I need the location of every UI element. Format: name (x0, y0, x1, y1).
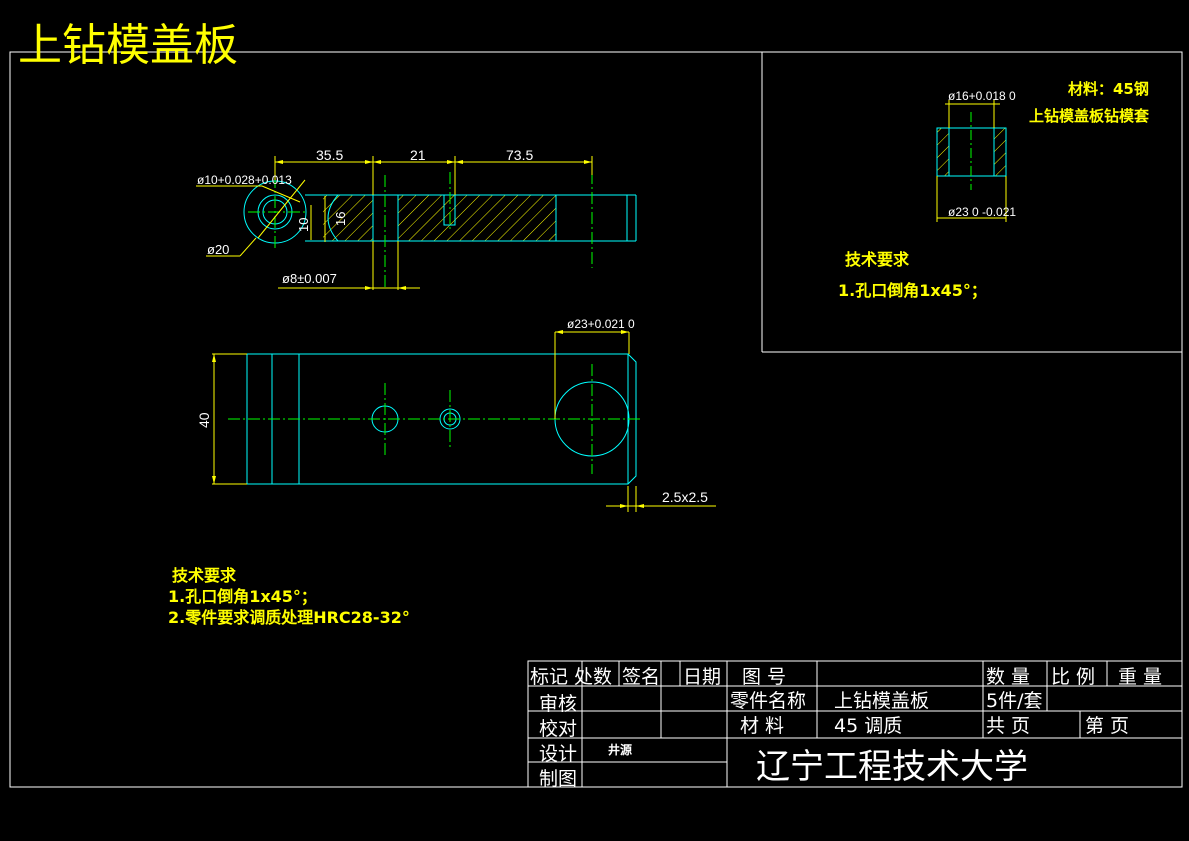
tb-scale-label: 比 例 (1051, 666, 1095, 688)
top-view: 35.5 21 73.5 ø10+0.028+0.013 ø20 10 16 ø… (196, 147, 637, 290)
dim-phi23: ø23+0.021 0 (567, 317, 635, 331)
tb-part-name-label: 零件名称 (730, 690, 806, 712)
dim-phi20: ø20 (207, 242, 229, 257)
inset-dim-phi23: ø23 0 -0.021 (948, 205, 1016, 219)
drawing-title: 上钻模盖板 (18, 20, 238, 71)
inset-tech-title: 技术要求 (845, 250, 910, 269)
tech-notes-line2: 2.零件要求调质处理HRC28-32° (168, 608, 410, 627)
tech-notes: 技术要求 1.孔口倒角1x45°； 2.零件要求调质处理HRC28-32° (168, 566, 410, 627)
inset-panel: 材料：45钢 上钻模盖板钻模套 ø16+0.018 0 ø23 0 -0.021… (761, 52, 1182, 353)
dim-35-5: 35.5 (316, 147, 343, 163)
tb-material: 45 调质 (834, 715, 902, 737)
tb-check: 校对 (539, 718, 577, 740)
bushing-wall-left (936, 127, 950, 177)
tb-review: 审核 (539, 693, 577, 715)
dim-73-5: 73.5 (506, 147, 533, 163)
front-view: 40 ø23+0.021 0 2.5x2.5 (196, 317, 716, 512)
dim-16: 16 (333, 212, 348, 226)
tb-drawing-no: 图 号 (742, 666, 786, 688)
tb-date: 日期 (683, 666, 721, 688)
small-blind-hole (443, 195, 456, 226)
dim-chamfer: 2.5x2.5 (662, 489, 708, 505)
tb-school: 辽宁工程技术大学 (756, 747, 1028, 787)
tb-sign: 签名 (622, 666, 660, 688)
tb-designer: 井源 (608, 742, 632, 757)
break-line (327, 194, 339, 242)
inset-tech-line1: 1.孔口倒角1x45°； (838, 281, 987, 300)
title-block (527, 660, 1183, 788)
dim-10: 10 (296, 218, 311, 232)
tb-page-no: 第 页 (1085, 715, 1129, 737)
dim-phi8: ø8±0.007 (282, 271, 337, 286)
inset-material: 材料：45钢 (1068, 80, 1149, 98)
tb-weight-label: 重 量 (1118, 666, 1162, 688)
tb-count: 处数 (574, 666, 612, 688)
tb-mark: 标记 (530, 666, 568, 688)
hatch-right (398, 195, 556, 241)
tb-draw: 制图 (539, 768, 577, 790)
dim-40: 40 (196, 412, 212, 428)
tb-material-label: 材 料 (740, 715, 784, 737)
bushing-wall-right (993, 127, 1007, 177)
tb-qty: 5件/套 (986, 690, 1043, 712)
tb-qty-label: 数 量 (986, 666, 1030, 688)
dim-phi10: ø10+0.028+0.013 (197, 173, 292, 187)
tech-notes-title: 技术要求 (172, 566, 237, 585)
dim-21: 21 (410, 147, 426, 163)
inset-part-name: 上钻模盖板钻模套 (1029, 107, 1150, 125)
tb-design: 设计 (539, 743, 577, 765)
tb-part-name: 上钻模盖板 (834, 690, 929, 712)
inset-dim-phi16: ø16+0.018 0 (948, 89, 1016, 103)
tb-total-pages: 共 页 (986, 715, 1030, 737)
tech-notes-line1: 1.孔口倒角1x45°； (168, 587, 317, 606)
hatch-left (323, 195, 373, 241)
